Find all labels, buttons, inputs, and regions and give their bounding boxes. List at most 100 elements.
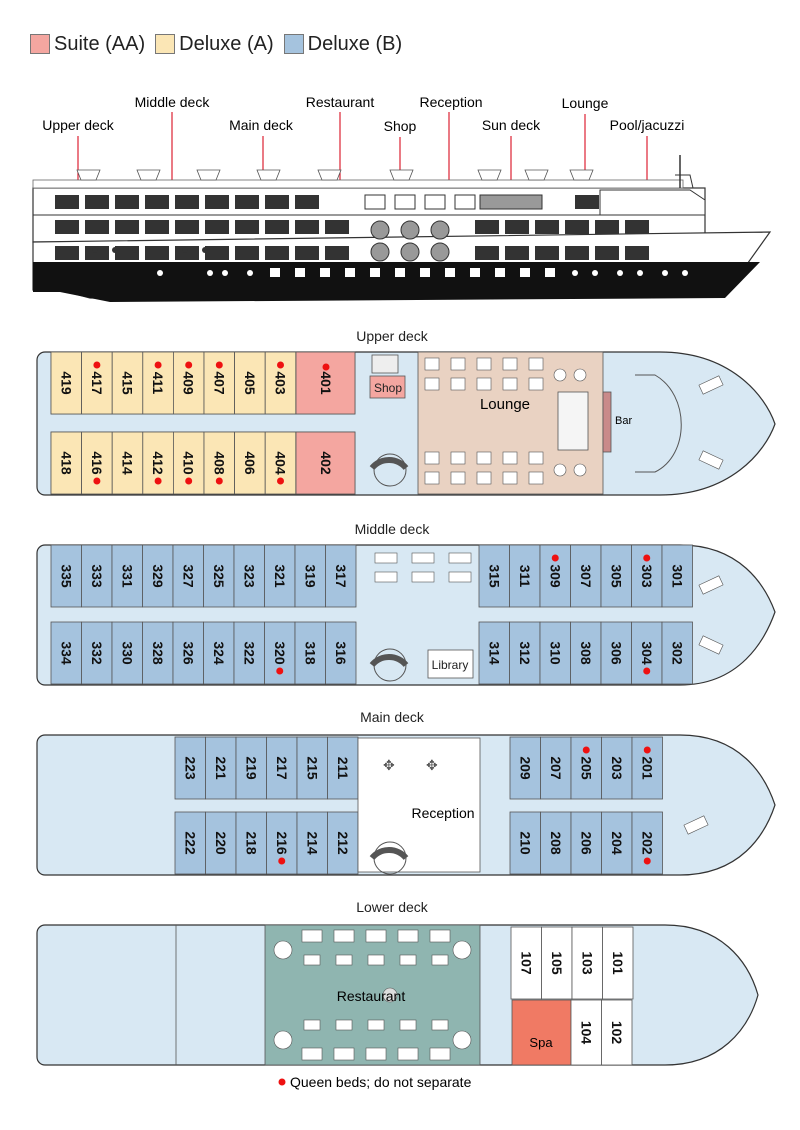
cabin-number: 216 [274, 831, 290, 855]
cabin-number: 304 [639, 641, 655, 665]
cabin-number: 316 [333, 641, 349, 665]
cabin-number: 332 [89, 641, 105, 665]
cabin-number: 414 [120, 451, 136, 475]
queen-bed-marker [278, 857, 286, 865]
hull-porthole [222, 270, 228, 276]
cabin-number: 415 [120, 371, 136, 395]
queen-bed-marker [154, 477, 162, 485]
hull-window [445, 268, 455, 277]
cabin-301 [661, 544, 693, 608]
cabin-318 [294, 621, 326, 685]
window [575, 195, 599, 209]
cabin-number: 324 [211, 641, 227, 665]
cabin-223 [174, 736, 206, 800]
cabin-335 [50, 544, 82, 608]
lounge-chair [424, 471, 440, 485]
svg-text:✥: ✥ [426, 757, 438, 773]
side-label-sun-deck: Sun deck [482, 117, 541, 133]
dining-table [365, 929, 387, 943]
cabin-number: 303 [639, 564, 655, 588]
lounge-chair [424, 377, 440, 391]
cabin-334 [50, 621, 82, 685]
lounge-chair [528, 451, 544, 465]
window [595, 220, 619, 234]
window [454, 194, 476, 210]
dining-table [301, 1047, 323, 1061]
cabin-number: 417 [89, 371, 105, 395]
window [325, 220, 349, 234]
cabin-308 [570, 621, 602, 685]
window [85, 246, 109, 260]
queen-bed-marker [154, 361, 162, 369]
table [448, 571, 472, 583]
window [295, 195, 319, 209]
cabin-number: 335 [58, 564, 74, 588]
window [145, 246, 169, 260]
cabin-206 [570, 811, 602, 875]
cabin-210 [509, 811, 541, 875]
lounge-table [573, 463, 587, 477]
dining-table [333, 929, 355, 943]
cabin-331 [111, 544, 143, 608]
cabin-number: 210 [517, 831, 533, 855]
cabin-324 [203, 621, 235, 685]
porthole [112, 247, 118, 253]
table [448, 552, 472, 564]
window [205, 246, 229, 260]
hull-porthole [682, 270, 688, 276]
side-label-lounge: Lounge [562, 95, 609, 111]
lounge-chair [476, 471, 492, 485]
cabin-number: 212 [335, 831, 351, 855]
window [535, 246, 559, 260]
cabin-317 [325, 544, 357, 608]
legend-item-suite: Suite (AA) [30, 33, 145, 56]
window [475, 246, 499, 260]
hull-window [495, 268, 505, 277]
porthole [370, 242, 390, 262]
side-label-middle-deck: Middle deck [135, 94, 211, 110]
stairs [371, 354, 399, 374]
queen-bed-marker [551, 554, 559, 562]
hull-porthole [637, 270, 643, 276]
cabin-327 [172, 544, 204, 608]
queen-bed-marker [215, 361, 223, 369]
dining-table [367, 1019, 385, 1031]
hull-porthole [617, 270, 623, 276]
cabin-number: 219 [243, 756, 259, 780]
cabin-number: 328 [150, 641, 166, 665]
cabin-332 [81, 621, 113, 685]
cabin-306 [600, 621, 632, 685]
cabin-number: 305 [608, 564, 624, 588]
cabin-330 [111, 621, 143, 685]
cabin-321 [264, 544, 296, 608]
cabin-number: 334 [58, 641, 74, 665]
cabin-number: 317 [333, 564, 349, 588]
cabin-number: 208 [548, 831, 564, 855]
cabin-number: 201 [639, 756, 655, 780]
cabin-number: 329 [150, 564, 166, 588]
window [625, 220, 649, 234]
hull-window [420, 268, 430, 277]
lounge-chair [502, 451, 518, 465]
dining-table [429, 1047, 451, 1061]
window [205, 195, 229, 209]
cabin-number: 330 [119, 641, 135, 665]
lounge-label: Lounge [480, 396, 530, 413]
cabin-number: 314 [486, 641, 502, 665]
cabin-208 [540, 811, 572, 875]
window [479, 194, 543, 210]
window [235, 220, 259, 234]
lower-deck-title: Lower deck [356, 899, 429, 915]
cabin-311 [509, 544, 541, 608]
legend-item-deluxe-a: Deluxe (A) [155, 33, 274, 56]
dining-table [303, 1019, 321, 1031]
legend-item-deluxe-b: Deluxe (B) [283, 33, 402, 56]
window [175, 195, 199, 209]
hull-window [370, 268, 380, 277]
cabin-number: 207 [548, 756, 564, 780]
